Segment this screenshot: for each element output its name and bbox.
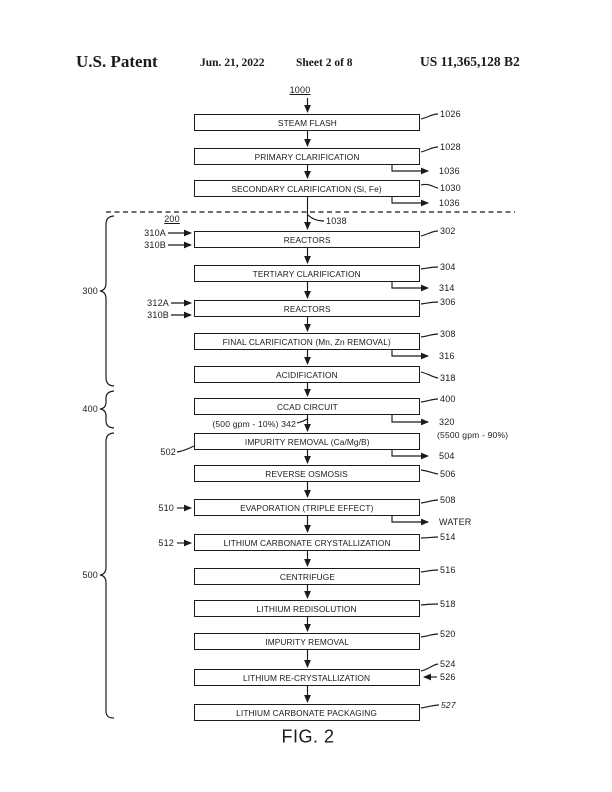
flow-box-tertiary-clarification: TERTIARY CLARIFICATION: [194, 265, 420, 282]
ref-label-320: 320: [439, 417, 455, 427]
flow-box-lithium-recrystallization: LITHIUM RE-CRYSTALLIZATION: [194, 669, 420, 686]
ref-label-1036-primary: 1036: [439, 166, 460, 176]
brace-500: [99, 432, 115, 719]
ref-label-400: 400: [440, 394, 456, 404]
group-label-500: 500: [82, 570, 98, 580]
flow-box-acidification: ACIDIFICATION: [194, 366, 420, 383]
flow-box-lithium-carbonate-packaging: LITHIUM CARBONATE PACKAGING: [194, 704, 420, 721]
ref-label-518: 518: [440, 599, 456, 609]
ref-label-310B-2: 310B: [147, 310, 169, 320]
ref-label-516: 516: [440, 565, 456, 575]
flow-box-label: LITHIUM CARBONATE PACKAGING: [236, 707, 378, 718]
ref-label-water: WATER: [439, 517, 472, 527]
flow-box-label: LITHIUM CARBONATE CRYSTALLIZATION: [223, 537, 391, 548]
flow-box-label: FINAL CLARIFICATION (Mn, Zn REMOVAL): [222, 336, 392, 347]
ref-label-1030: 1030: [440, 183, 461, 193]
flow-box-label: EVAPORATION (TRIPLE EFFECT): [240, 502, 374, 513]
ref-label-526: 526: [440, 672, 456, 682]
flow-box-lithium-carbonate-crystallization: LITHIUM CARBONATE CRYSTALLIZATION: [194, 534, 420, 551]
ref-label-304: 304: [440, 262, 456, 272]
ref-label-318: 318: [440, 373, 456, 383]
ref-label-302: 302: [440, 226, 456, 236]
flow-box-steam-flash: STEAM FLASH: [194, 114, 420, 131]
ref-label-506: 506: [440, 469, 456, 479]
flow-box-impurity-removal-2: IMPURITY REMOVAL: [194, 633, 420, 650]
ref-label-1038: 1038: [326, 216, 347, 226]
flow-box-label: IMPURITY REMOVAL (Ca/Mg/B): [244, 436, 370, 447]
ref-label-504: 504: [439, 451, 455, 461]
ref-label-512: 512: [158, 538, 174, 548]
side-output-arrows: [391, 165, 429, 526]
ref-label-514: 514: [440, 532, 456, 542]
ref-label-314: 314: [439, 283, 455, 293]
brace-300: [99, 215, 115, 387]
flow-box-label: IMPURITY REMOVAL: [265, 636, 349, 647]
flow-box-label: LITHIUM RE-CRYSTALLIZATION: [243, 672, 371, 683]
figure-caption: FIG. 2: [281, 726, 335, 747]
ref-label-510: 510: [158, 503, 174, 513]
ref-label-200: 200: [164, 214, 180, 224]
group-braces: [99, 215, 115, 719]
ref-label-520: 520: [440, 629, 456, 639]
left-input-arrows: [168, 229, 437, 681]
ref-label-524: 524: [440, 659, 456, 669]
flow-box-centrifuge: CENTRIFUGE: [194, 568, 420, 585]
flow-box-reactors-2: REACTORS: [194, 300, 420, 317]
flow-note-500gpm-342: (500 gpm - 10%) 342: [212, 419, 296, 429]
flow-box-label: REACTORS: [283, 234, 331, 245]
flow-box-reverse-osmosis: REVERSE OSMOSIS: [194, 465, 420, 482]
ref-label-308: 308: [440, 329, 456, 339]
ref-label-1036-secondary: 1036: [439, 198, 460, 208]
flow-box-label: ACIDIFICATION: [276, 369, 338, 380]
ref-label-1000: 1000: [289, 85, 311, 95]
flow-box-label: CENTRIFUGE: [279, 571, 335, 582]
flow-box-impurity-removal-1: IMPURITY REMOVAL (Ca/Mg/B): [194, 433, 420, 450]
flow-box-label: CCAD CIRCUIT: [276, 401, 338, 412]
ref-label-310B: 310B: [144, 240, 166, 250]
ref-label-312A: 312A: [147, 298, 169, 308]
ref-label-316: 316: [439, 351, 455, 361]
flow-box-label: REACTORS: [283, 303, 331, 314]
ref-label-310A: 310A: [144, 228, 166, 238]
flow-box-label: PRIMARY CLARIFICATION: [254, 151, 360, 162]
ref-label-502: 502: [160, 447, 176, 457]
flow-box-label: TERTIARY CLARIFICATION: [252, 268, 362, 279]
reference-leader-lines: [176, 113, 440, 709]
flow-box-label: STEAM FLASH: [277, 117, 337, 128]
ref-label-306: 306: [440, 297, 456, 307]
flow-box-reactors-1: REACTORS: [194, 231, 420, 248]
flow-box-evaporation: EVAPORATION (TRIPLE EFFECT): [194, 499, 420, 516]
ref-label-1026: 1026: [440, 109, 461, 119]
flow-box-secondary-clarification: SECONDARY CLARIFICATION (Si, Fe): [194, 180, 420, 197]
patent-header-date: Jun. 21, 2022: [200, 57, 265, 69]
flow-box-final-clarification: FINAL CLARIFICATION (Mn, Zn REMOVAL): [194, 333, 420, 350]
ref-label-508: 508: [440, 495, 456, 505]
patent-header-sheet: Sheet 2 of 8: [296, 57, 353, 69]
group-label-300: 300: [82, 286, 98, 296]
flow-box-label: LITHIUM REDISOLUTION: [256, 603, 358, 614]
flow-box-ccad-circuit: CCAD CIRCUIT: [194, 398, 420, 415]
brace-400: [99, 390, 115, 429]
ref-label-527: 527: [441, 700, 456, 710]
group-label-400: 400: [82, 404, 98, 414]
flow-note-5500gpm: (5500 gpm - 90%): [437, 430, 509, 440]
flow-box-lithium-redisolution: LITHIUM REDISOLUTION: [194, 600, 420, 617]
flow-box-label: REVERSE OSMOSIS: [265, 468, 349, 479]
patent-header-number: US 11,365,128 B2: [420, 54, 520, 69]
flow-box-label: SECONDARY CLARIFICATION (Si, Fe): [231, 183, 383, 194]
flow-box-primary-clarification: PRIMARY CLARIFICATION: [194, 148, 420, 165]
patent-header-label: U.S. Patent: [76, 52, 158, 71]
ref-label-1028: 1028: [440, 142, 461, 152]
